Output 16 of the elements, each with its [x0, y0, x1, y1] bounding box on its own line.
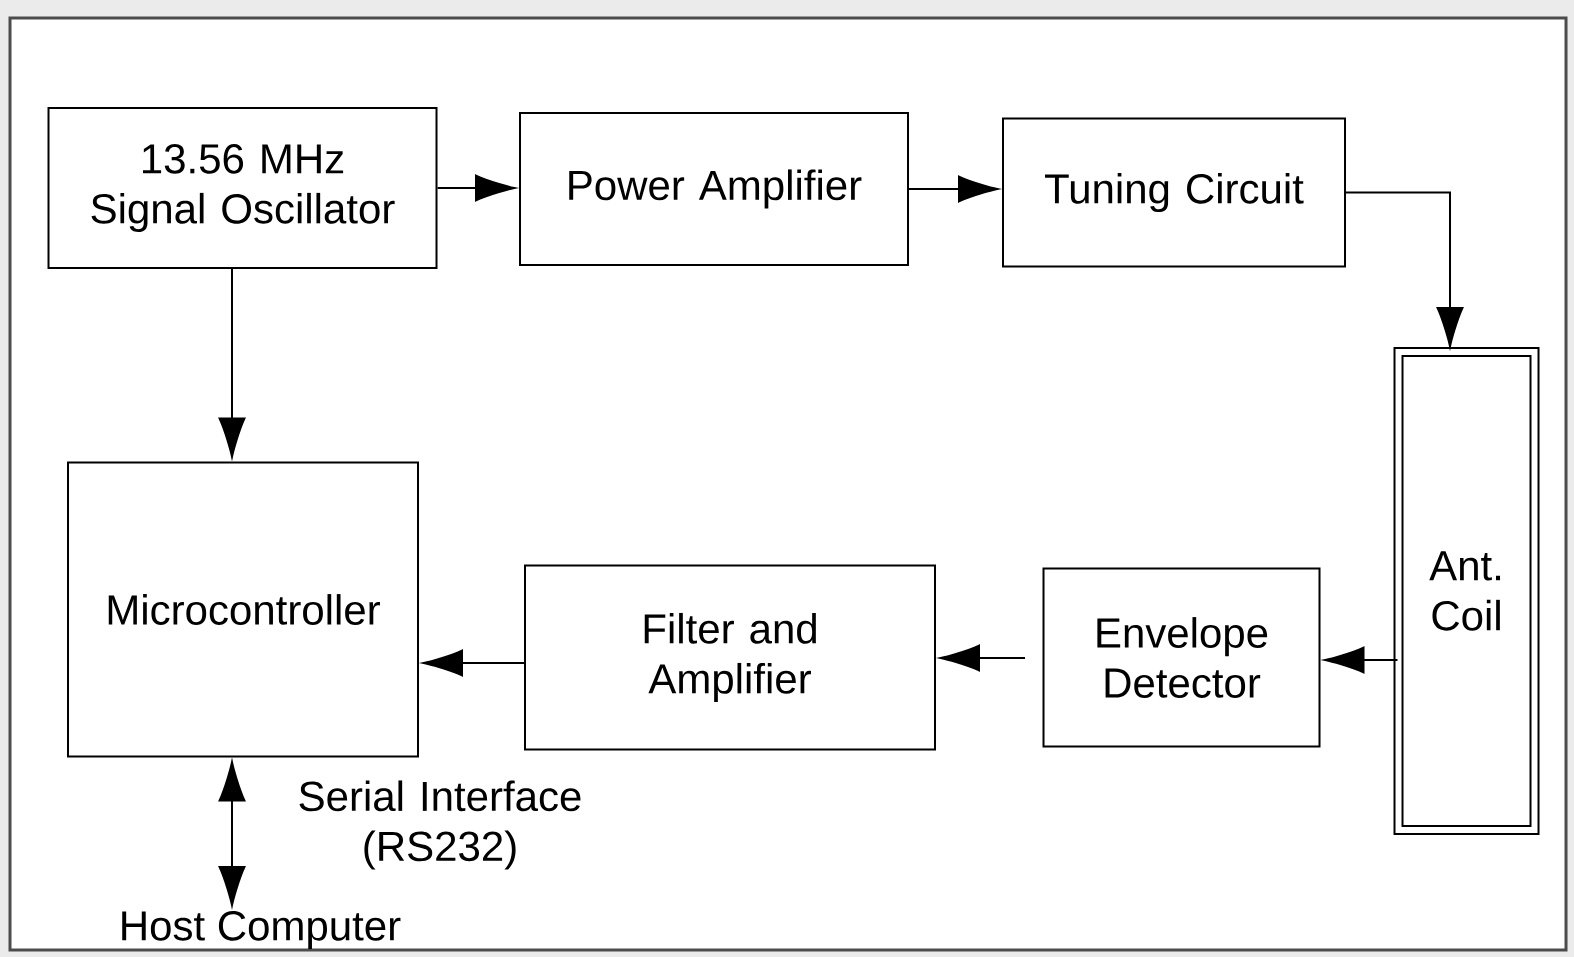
edge-label: Serial Interface (RS232): [299, 780, 581, 870]
arrow: [1324, 646, 1399, 674]
antenna-coil-box: Ant. Coil: [1393, 347, 1540, 835]
block-box: Filter and Amplifier: [524, 564, 936, 751]
arrow: [436, 174, 516, 202]
arrow: [422, 649, 525, 677]
block-box: 13.56 MHz Signal Oscillator: [47, 107, 438, 269]
arrow: [939, 644, 1026, 672]
arrow: [1345, 191, 1464, 348]
arrow: [908, 175, 999, 203]
arrow: [218, 268, 246, 458]
label-text: Host Computer: [122, 910, 401, 949]
block-box: Envelope Detector: [1042, 567, 1321, 748]
block-box: Tuning Circuit: [1002, 117, 1346, 268]
block-box: Microcontroller: [67, 461, 419, 758]
block-box: Power Amplifier: [519, 112, 909, 266]
